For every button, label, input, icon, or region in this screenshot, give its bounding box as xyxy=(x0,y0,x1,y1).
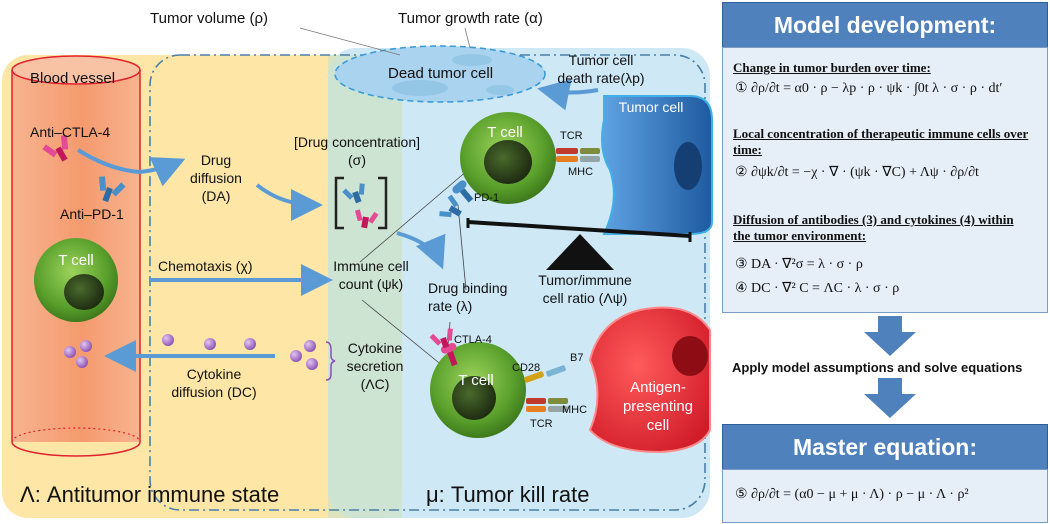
model-development-title: Model development: xyxy=(722,2,1048,48)
t-cell-left xyxy=(34,238,118,322)
t-cell-bottom xyxy=(429,328,568,438)
b7-label: B7 xyxy=(570,352,584,364)
anti-ctla4-label: Anti–CTLA-4 xyxy=(30,124,111,140)
equation-2: ② ∂ψk/∂t = −χ · ∇ · (ψk · ∇C) + Λψ · ∂ρ/… xyxy=(735,165,979,180)
apc-label: Antigen-presenting cell xyxy=(622,379,694,434)
tumor-kill-rate-label: μ: Tumor kill rate xyxy=(426,482,590,507)
cd28-label: CD28 xyxy=(512,362,541,374)
tumor-cell-label: Tumor cell xyxy=(618,99,684,115)
tumor-volume-label: Tumor volume (ρ) xyxy=(150,10,268,27)
mhc-bottom-label: MHC xyxy=(562,404,588,416)
tumor-immune-ratio-label-2: cell ratio (Λψ) xyxy=(542,290,628,306)
cytokine-diffusion-label-1: Cytokine xyxy=(186,366,242,382)
tcr-top-label: TCR xyxy=(560,130,583,142)
master-equation-title: Master equation: xyxy=(722,424,1048,470)
connector-line xyxy=(299,27,401,56)
tcr-bottom-label: TCR xyxy=(530,418,553,430)
connector-line xyxy=(359,169,469,263)
equation-5: ⑤ ∂ρ/∂t = (α0 − μ + μ · Λ) · ρ − μ · Λ ·… xyxy=(735,487,969,502)
tumor-cell-death-rate-label-2: death rate(λp) xyxy=(557,70,645,86)
apply-assumptions-text: Apply model assumptions and solve equati… xyxy=(732,360,1023,375)
t-cell-top xyxy=(439,112,600,218)
dead-tumor-cell-label: Dead tumor cell xyxy=(388,65,494,82)
model-development-body: Change in tumor burden over time: ① ∂ρ/∂… xyxy=(722,47,1048,313)
mhc-top-label: MHC xyxy=(568,166,594,178)
antitumor-state-label: Λ: Antitumor immune state xyxy=(20,482,280,507)
chemotaxis-label: Chemotaxis (χ) xyxy=(158,258,253,274)
antigen-presenting-cell xyxy=(588,306,711,454)
section-3-heading: Diffusion of antibodies (3) and cytokine… xyxy=(733,212,1014,243)
drug-concentration-label-1: [Drug concentration] xyxy=(293,134,421,150)
drug-diffusion-label-2: diffusion xyxy=(190,170,242,186)
pd1-label: PD-1 xyxy=(474,192,500,204)
drug-binding-label-1: Drug binding xyxy=(428,280,508,296)
blood-vessel-label: Blood vessel xyxy=(30,70,116,87)
drug-diffusion-label-3: (DA) xyxy=(201,188,231,204)
tumor-immune-ratio-label-1: Tumor/immune xyxy=(538,272,632,288)
equation-1: ① ∂ρ/∂t = α0 · ρ − λp · ρ · ψk · ∫0t λ ·… xyxy=(735,81,1003,96)
balance-scale xyxy=(466,218,692,270)
connector-line xyxy=(464,27,471,49)
connector-line xyxy=(457,204,467,291)
drug-concentration-bracket xyxy=(334,176,388,230)
section-2-heading: Local concentration of therapeutic immun… xyxy=(733,126,1029,157)
arrow-tumor-death xyxy=(537,79,599,111)
anti-pd1-antibody xyxy=(98,176,126,203)
cytokines-right xyxy=(162,334,336,381)
anti-pd1-label: Anti–PD-1 xyxy=(60,206,124,222)
equation-4: ④ DC · ∇² C = ΛC · λ · σ · ρ xyxy=(735,281,900,296)
t-cell-left-label: T cell xyxy=(58,252,94,269)
cytokine-secretion-label-3: (ΛC) xyxy=(360,376,390,392)
tumor-cell xyxy=(601,95,713,235)
arrow-diffusion-to-concentration xyxy=(255,183,323,221)
cytokines-left xyxy=(64,340,92,368)
dead-tumor-cell xyxy=(334,45,546,103)
cytokine-secretion-label-1: Cytokine xyxy=(347,340,403,356)
master-equation-body: ⑤ ∂ρ/∂t = (α0 − μ + μ · Λ) · ρ − μ · Λ ·… xyxy=(722,469,1048,523)
flow-arrow-down-1 xyxy=(864,316,916,356)
drug-diffusion-label-1: Drug xyxy=(200,152,232,168)
cytokine-diffusion-label-2: diffusion (DC) xyxy=(171,384,257,400)
tumor-growth-rate-label: Tumor growth rate (α) xyxy=(398,10,543,27)
t-cell-bottom-label: T cell xyxy=(458,372,494,389)
tumor-cell-death-rate-label-1: Tumor cell xyxy=(568,52,634,68)
arrow-antibody-to-diffusion xyxy=(76,148,186,187)
arrow-binding xyxy=(396,231,446,270)
drug-concentration-label-2: (σ) xyxy=(348,152,366,168)
immune-cell-count-label-1: Immune cell xyxy=(333,258,409,274)
flow-arrow-down-2 xyxy=(864,378,916,418)
t-cell-top-label: T cell xyxy=(487,124,523,141)
anti-ctla4-antibody xyxy=(42,135,69,162)
ctla4-label: CTLA-4 xyxy=(454,334,492,346)
immune-cell-count-label-2: count (ψk) xyxy=(338,276,404,292)
cytokine-secretion-label-2: secretion xyxy=(346,358,404,374)
equation-3: ③ DA · ∇²σ = λ · σ · ρ xyxy=(735,257,863,272)
drug-binding-label-2: rate (λ) xyxy=(428,298,473,314)
section-1-heading: Change in tumor burden over time: xyxy=(733,60,931,75)
